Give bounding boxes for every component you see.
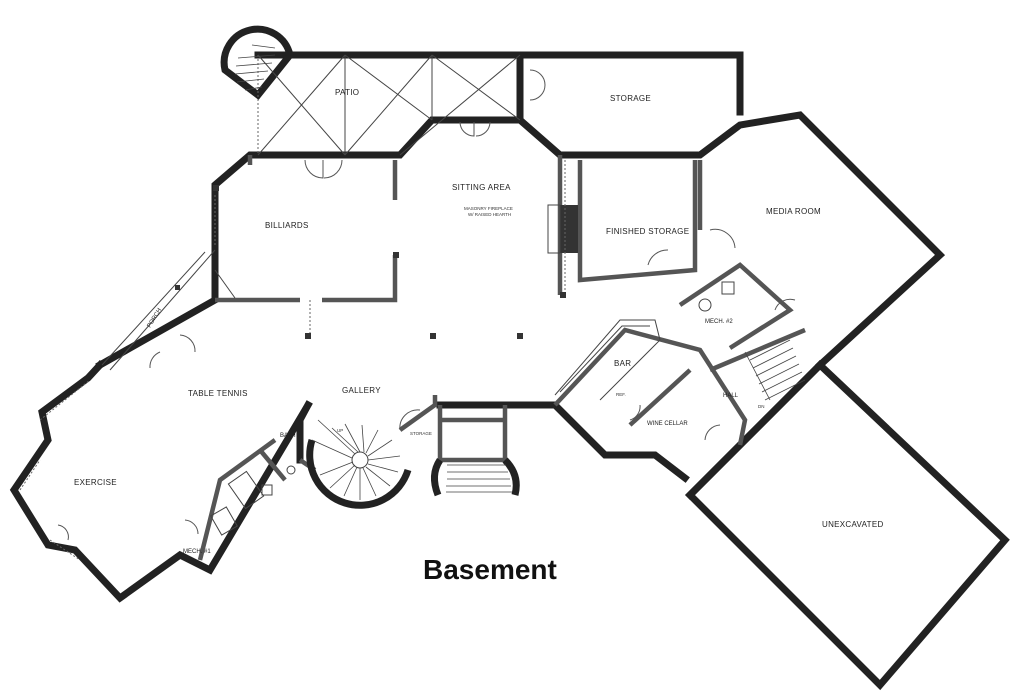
label-fireplace-note-2: W/ RAISED HEARTH bbox=[468, 212, 511, 217]
bar-counter bbox=[554, 319, 661, 401]
label-up-mark: UP bbox=[337, 428, 343, 433]
columns bbox=[175, 185, 566, 339]
label-ref: REF. bbox=[616, 392, 626, 397]
label-bath: BATH bbox=[280, 433, 296, 439]
label-fireplace-note-1: MASONRY FIREPLACE bbox=[464, 206, 513, 211]
room-labels: PATIO STORAGE SITTING AREA MASONRY FIREP… bbox=[74, 88, 884, 555]
label-unexcavated: UNEXCAVATED bbox=[822, 520, 884, 529]
label-wine-cellar: WINE CELLAR bbox=[647, 421, 688, 427]
label-bar: BAR bbox=[614, 359, 631, 368]
label-patio: PATIO bbox=[335, 88, 359, 97]
mech2-fixtures bbox=[698, 281, 735, 312]
tower-stair bbox=[234, 44, 276, 91]
label-billiards: BILLIARDS bbox=[265, 221, 309, 230]
label-hall: HALL bbox=[723, 393, 739, 399]
label-sitting-area: SITTING AREA bbox=[452, 183, 511, 192]
label-gallery: GALLERY bbox=[342, 386, 381, 395]
patio-glazing bbox=[257, 54, 521, 156]
porch bbox=[101, 249, 236, 371]
entry-stair bbox=[431, 457, 520, 497]
exterior-walls bbox=[9, 25, 1010, 691]
label-mech1: MECH. #1 bbox=[183, 549, 211, 555]
bath-fixtures bbox=[210, 465, 296, 536]
label-storage-small: STORAGE bbox=[410, 431, 432, 436]
plan-title: Basement bbox=[423, 554, 557, 585]
label-finished-storage: FINISHED STORAGE bbox=[606, 227, 689, 236]
label-exercise: EXERCISE bbox=[74, 478, 117, 487]
label-storage-top: STORAGE bbox=[610, 94, 651, 103]
hall-stair bbox=[744, 339, 806, 401]
fireplace bbox=[547, 204, 578, 254]
label-dn-mark: DN bbox=[758, 404, 765, 409]
label-mech2: MECH. #2 bbox=[705, 319, 733, 325]
label-porch: PORCH bbox=[147, 308, 164, 330]
spiral-stair bbox=[306, 419, 412, 509]
label-media-room: MEDIA ROOM bbox=[766, 207, 821, 216]
doors bbox=[57, 69, 796, 541]
label-table-tennis: TABLE TENNIS bbox=[188, 389, 248, 398]
